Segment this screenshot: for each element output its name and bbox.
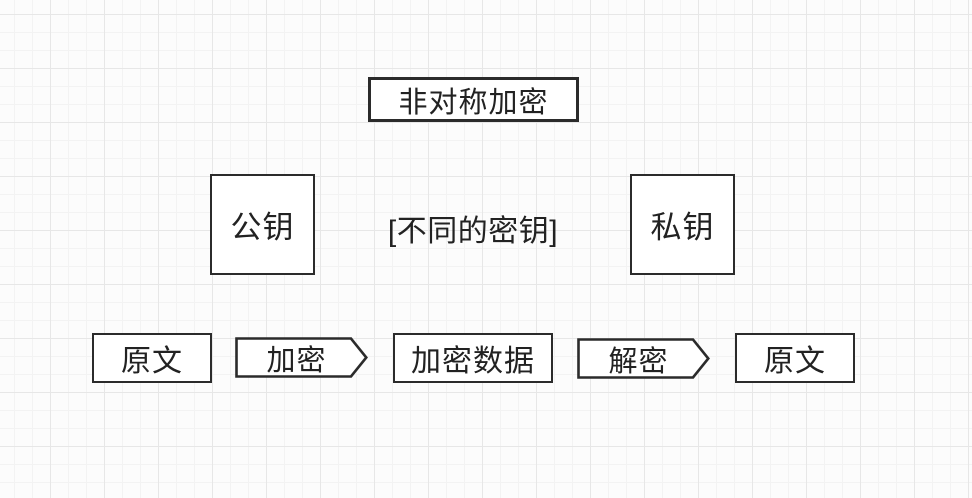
pentagon-arrow-shape [577,338,710,379]
public-key-node: 公钥 [210,174,315,275]
plaintext-source-node: 原文 [92,333,212,383]
pentagon-arrow-shape [235,337,368,378]
title-label: 非对称加密 [398,86,549,119]
encrypted-data-label: 加密数据 [411,345,535,378]
plaintext-result-label: 原文 [764,345,826,378]
public-key-label: 公钥 [230,210,295,245]
private-key-label: 私钥 [650,210,715,245]
encrypted-data-node: 加密数据 [393,333,553,383]
title-node: 非对称加密 [368,77,579,122]
decrypt-label: 解密 [608,345,669,378]
plaintext-source-label: 原文 [121,345,183,378]
private-key-node: 私钥 [630,174,735,275]
different-keys-note: [不同的密钥] [387,215,559,248]
plaintext-result-node: 原文 [735,333,855,383]
encrypt-arrow-node: 加密 [235,337,368,378]
decrypt-arrow-node: 解密 [577,338,710,379]
encrypt-label: 加密 [266,344,327,377]
